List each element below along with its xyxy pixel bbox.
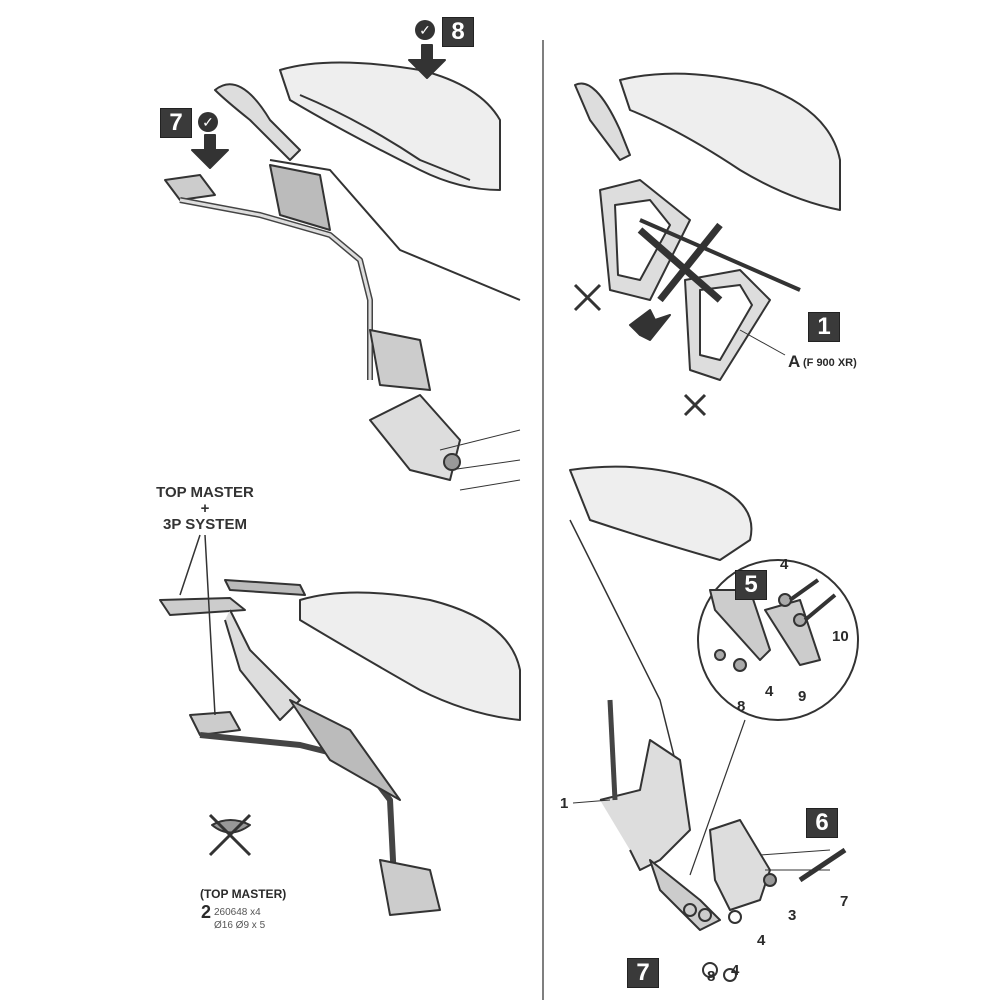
model-note: (F 900 XR) <box>803 357 857 369</box>
callout-4: 4 <box>757 932 766 949</box>
callout-4: 4 <box>731 962 740 979</box>
kit-title-line3: 3P SYSTEM <box>163 516 247 533</box>
step-badge-7: 7 <box>160 108 192 138</box>
kit-code: 260648 x4 <box>214 907 261 918</box>
callout-4: 4 <box>780 556 789 573</box>
kit-title: TOP MASTER + 3P SYSTEM <box>150 485 260 533</box>
callout-1: 1 <box>560 795 569 812</box>
step-badge-5: 5 <box>735 570 767 600</box>
callout-10: 10 <box>832 628 849 645</box>
check-icon: ✓ <box>415 20 435 40</box>
callout-7: 7 <box>840 893 849 910</box>
top-right-drawing <box>573 72 841 417</box>
callout-3: 3 <box>788 907 797 924</box>
callout-8: 8 <box>737 698 746 715</box>
step-badge-1: 1 <box>808 312 840 342</box>
bottom-right-drawing <box>569 465 859 982</box>
bottom-left-drawing <box>159 534 521 916</box>
kit-title-line1: TOP MASTER <box>156 484 254 501</box>
part-label-a: A <box>788 352 801 371</box>
kit-title-plus: + <box>200 500 210 517</box>
step-badge-6: 6 <box>806 808 838 838</box>
kit-qty: 2 <box>201 902 212 922</box>
callout-9: 9 <box>798 688 807 705</box>
kit-label: (TOP MASTER) <box>200 887 287 901</box>
callout-8: 8 <box>707 968 716 985</box>
check-icon: ✓ <box>198 112 218 132</box>
kit-dims: Ø16 Ø9 x 5 <box>214 920 266 931</box>
top-left-drawing <box>164 44 521 491</box>
step-badge-8: 8 <box>442 17 474 47</box>
callout-4: 4 <box>765 683 774 700</box>
step-badge-7: 7 <box>627 958 659 988</box>
